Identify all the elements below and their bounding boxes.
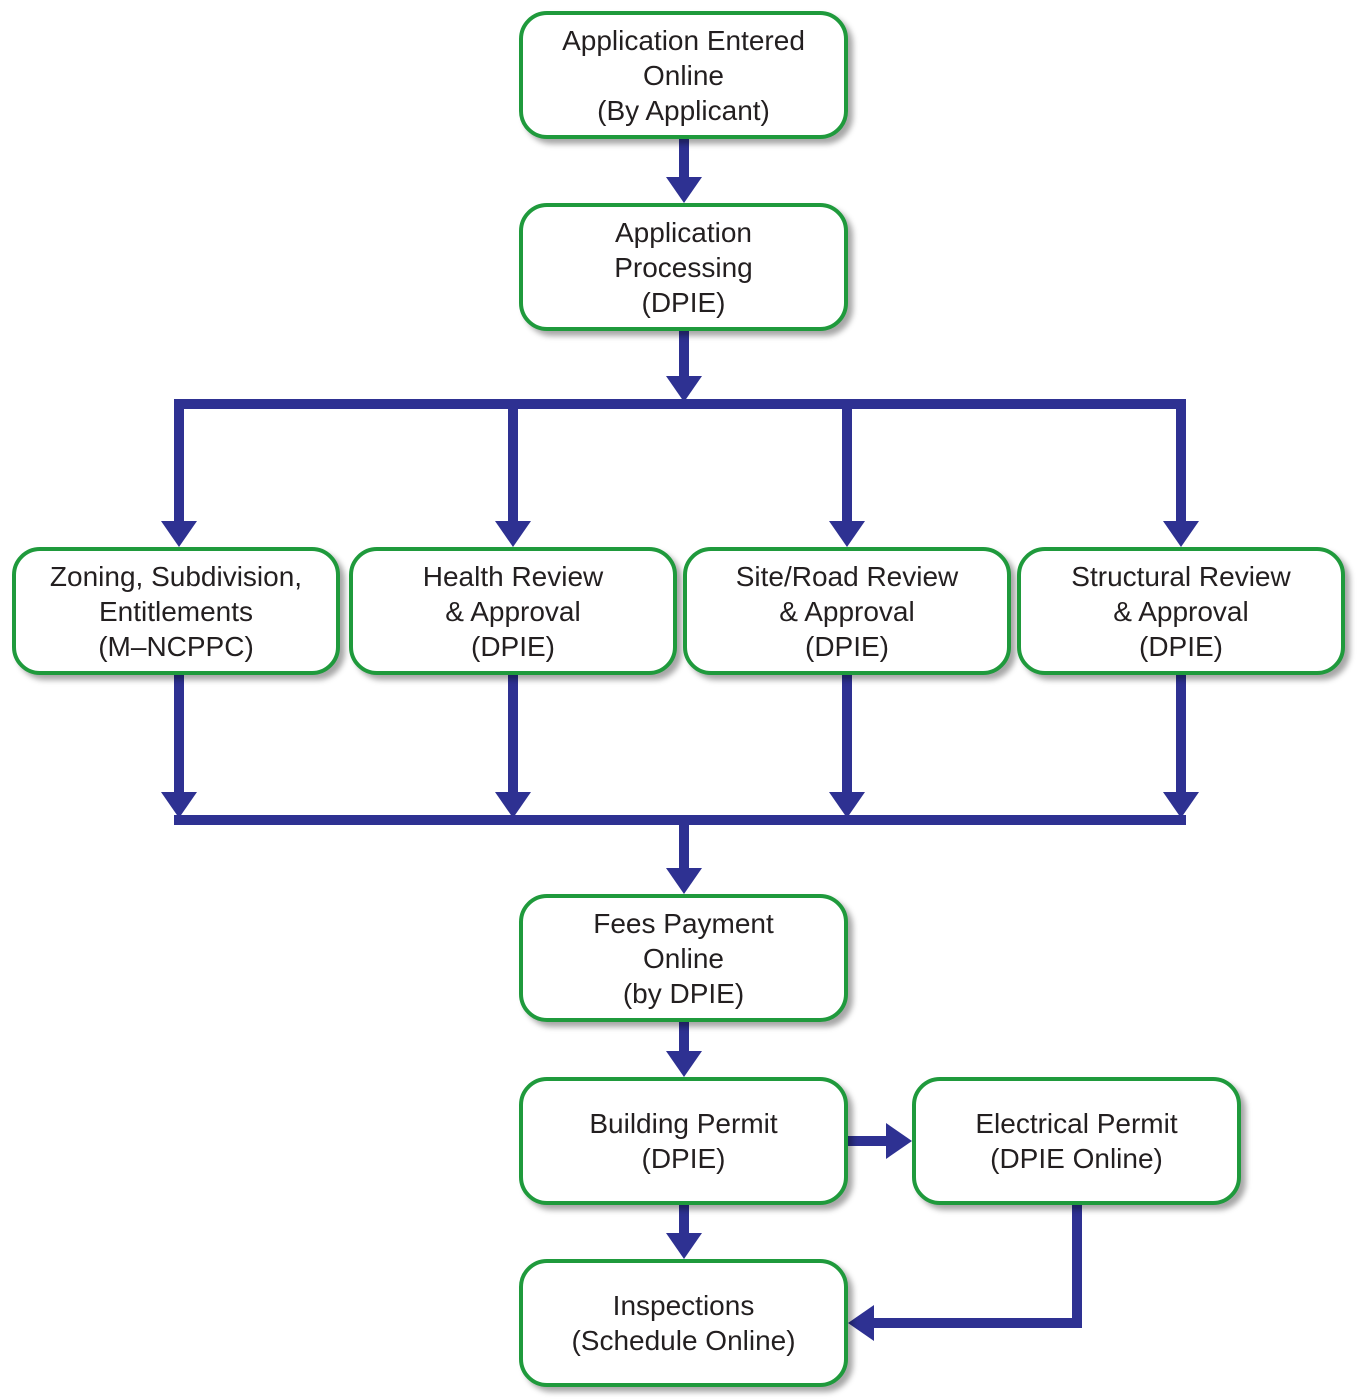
node-application-entered: Application Entered Online (By Applicant…: [519, 11, 848, 139]
node-health-review-line-2: & Approval: [445, 595, 581, 627]
node-site-road-review-line-3: (DPIE): [805, 630, 889, 662]
arrowhead-entered-to-processing: [666, 177, 702, 203]
node-zoning-line-1: Zoning, Subdivision,: [49, 560, 303, 592]
node-application-processing-line-1: Application: [615, 216, 752, 248]
node-site-road-review-line-2: & Approval: [779, 595, 915, 627]
node-fees-payment-line-2: Online: [643, 942, 724, 974]
arrowhead-health-to-merge: [495, 792, 531, 818]
arrowhead-branch-to-health: [495, 521, 531, 547]
arrowhead-processing-to-branch: [666, 376, 702, 402]
node-zoning-line-2: Entitlements: [98, 595, 254, 627]
node-fees-payment: Fees Payment Online (by DPIE): [519, 894, 848, 1022]
node-fees-payment-line-3: (by DPIE): [622, 977, 745, 1009]
node-structural-review-line-1: Structural Review: [1071, 560, 1291, 592]
node-zoning-line-3: (M–NCPPC): [98, 630, 254, 662]
node-fees-payment-line-1: Fees Payment: [593, 907, 774, 939]
arrowhead-branch-to-site-road: [829, 521, 865, 547]
node-application-entered-line-2: Online: [643, 59, 724, 91]
arrowhead-branch-to-zoning: [161, 521, 197, 547]
arrowhead-building-to-electrical: [886, 1123, 912, 1159]
node-application-processing-line-3: (DPIE): [641, 286, 726, 318]
node-building-permit-line-2: (DPIE): [641, 1143, 726, 1174]
node-building-permit-line-1: Building Permit: [589, 1108, 778, 1139]
arrowhead-structural-to-merge: [1163, 792, 1199, 818]
arrowhead-zoning-to-merge: [161, 792, 197, 818]
node-inspections: Inspections (Schedule Online): [519, 1259, 848, 1387]
node-health-review-line-3: (DPIE): [471, 630, 555, 662]
node-electrical-permit-line-1: Electrical Permit: [975, 1108, 1178, 1139]
node-building-permit: Building Permit (DPIE): [519, 1077, 848, 1205]
node-site-road-review: Site/Road Review & Approval (DPIE): [683, 547, 1011, 675]
node-application-processing-line-2: Processing: [614, 251, 753, 283]
node-structural-review: Structural Review & Approval (DPIE): [1017, 547, 1345, 675]
node-site-road-review-line-1: Site/Road Review: [735, 560, 959, 592]
arrowhead-building-to-inspections: [666, 1233, 702, 1259]
node-zoning: Zoning, Subdivision, Entitlements (M–NCP…: [12, 547, 340, 675]
node-electrical-permit: Electrical Permit (DPIE Online): [912, 1077, 1241, 1205]
node-inspections-line-2: (Schedule Online): [571, 1325, 796, 1356]
arrowhead-electrical-to-inspections: [848, 1305, 874, 1341]
arrowhead-site-road-to-merge: [829, 792, 865, 818]
arrowhead-merge-to-fees: [666, 868, 702, 894]
node-structural-review-line-3: (DPIE): [1139, 630, 1223, 662]
edge-electrical-to-inspections: [872, 1205, 1082, 1328]
node-electrical-permit-line-2: (DPIE Online): [990, 1143, 1163, 1174]
node-health-review: Health Review & Approval (DPIE): [349, 547, 677, 675]
arrowhead-fees-to-building: [666, 1051, 702, 1077]
node-application-entered-line-1: Application Entered: [562, 24, 805, 56]
node-health-review-line-1: Health Review: [422, 560, 604, 592]
node-application-processing: Application Processing (DPIE): [519, 203, 848, 331]
node-structural-review-line-2: & Approval: [1113, 595, 1249, 627]
node-inspections-line-1: Inspections: [612, 1290, 755, 1321]
node-application-entered-line-3: (By Applicant): [597, 94, 770, 126]
arrowhead-branch-to-structural: [1163, 521, 1199, 547]
